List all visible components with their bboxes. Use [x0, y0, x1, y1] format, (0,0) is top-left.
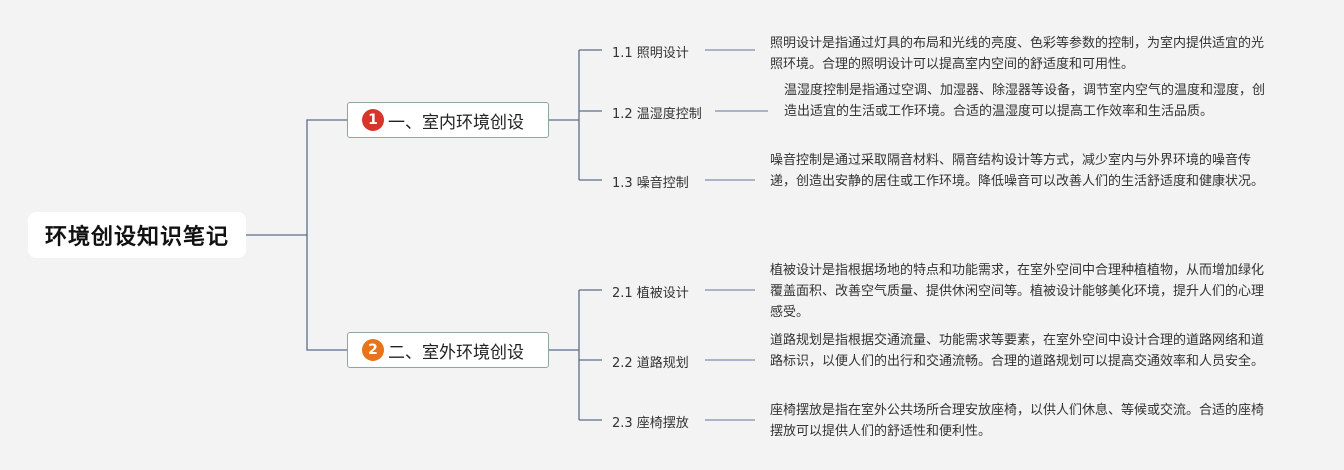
- note-seating-layout: 座椅摆放是指在室外公共场所合理安放座椅，以供人们休息、等候或交流。合适的座椅摆放…: [770, 403, 1265, 439]
- topic-lighting-design[interactable]: 1.1 照明设计: [612, 46, 689, 61]
- root-title: 环境创设知识笔记: [44, 225, 229, 250]
- topic-noise-control[interactable]: 1.3 噪音控制: [612, 176, 689, 191]
- branch-label: 二、室外环境创设: [388, 342, 524, 363]
- branch-outdoor[interactable]: 2 二、室外环境创设: [347, 332, 549, 368]
- note-vegetation-design: 植被设计是指根据场地的特点和功能需求，在室外空间中合理种植植物，从而增加绿化覆盖…: [770, 263, 1265, 320]
- number-badge: 2: [362, 339, 384, 361]
- topic-vegetation-design[interactable]: 2.1 植被设计: [612, 286, 689, 301]
- number-badge: 1: [362, 109, 384, 131]
- topic-temperature-humidity[interactable]: 1.2 温湿度控制: [612, 107, 702, 122]
- note-noise-control: 噪音控制是通过采取隔音材料、隔音结构设计等方式，减少室内与外界环境的噪音传递，创…: [770, 153, 1265, 189]
- note-lighting-design: 照明设计是指通过灯具的布局和光线的亮度、色彩等参数的控制，为室内提供适宜的光照环…: [770, 36, 1265, 72]
- note-road-planning: 道路规划是指根据交通流量、功能需求等要素，在室外空间中设计合理的道路网络和道路标…: [770, 333, 1265, 369]
- note-temperature-humidity: 温湿度控制是指通过空调、加湿器、除湿器等设备，调节室内空气的温度和湿度，创造出适…: [784, 83, 1266, 119]
- topic-road-planning[interactable]: 2.2 道路规划: [612, 356, 689, 371]
- root-topic[interactable]: 环境创设知识笔记: [28, 212, 246, 258]
- topic-seating-layout[interactable]: 2.3 座椅摆放: [612, 416, 689, 431]
- branch-label: 一、室内环境创设: [388, 112, 524, 133]
- branch-indoor[interactable]: 1 一、室内环境创设: [347, 102, 549, 138]
